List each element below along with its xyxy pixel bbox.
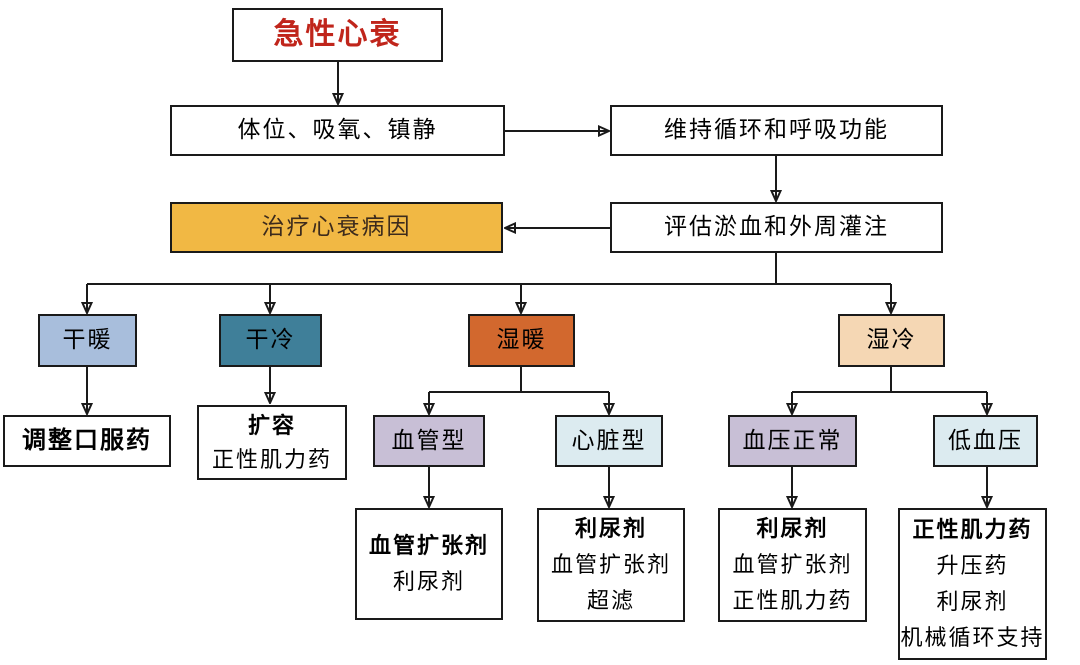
- node-vasodilator-treatment-line: 利尿剂: [392, 569, 465, 594]
- node-low-bp: 低血压: [933, 415, 1038, 467]
- node-low-bp-label: 低血压: [948, 427, 1023, 453]
- node-dry-warm-label: 干暖: [62, 327, 113, 353]
- node-vascular-type: 血管型: [373, 415, 485, 467]
- trunk-wet-warm-split: [429, 367, 609, 393]
- node-diuretic-normal-bp-line-2: 正性肌力药: [732, 588, 853, 613]
- node-inotrope-low-bp-line-1: 升压药: [936, 553, 1009, 578]
- node-assess-congestion-perfusion: 评估淤血和外周灌注: [610, 202, 943, 253]
- node-positioning-oxygen-sedation: 体位、吸氧、镇静: [170, 105, 505, 156]
- node-inotrope-low-bp-treatment: 正性肌力药 升压药 利尿剂 机械循环支持: [898, 508, 1047, 660]
- node-wet-cold-label: 湿冷: [866, 327, 917, 353]
- node-diuretic-cardiac-line-1: 血管扩张剂: [550, 552, 671, 577]
- node-dry-cold: 干冷: [219, 314, 322, 367]
- node-wet-warm-label: 湿暖: [496, 327, 547, 353]
- node-adjust-oral-meds: 调整口服药: [3, 415, 171, 467]
- node-diuretic-cardiac-line-2: 超滤: [586, 588, 635, 613]
- node-diuretic-cardiac-title: 利尿剂: [574, 516, 647, 541]
- node-inotrope-low-bp-line-2: 利尿剂: [936, 589, 1009, 614]
- node-normal-bp-label: 血压正常: [742, 427, 843, 453]
- node-acute-heart-failure-label: 急性心衰: [273, 18, 402, 52]
- node-acute-heart-failure: 急性心衰: [232, 8, 443, 62]
- node-vasodilator-treatment: 血管扩张剂 利尿剂: [355, 508, 503, 620]
- node-diuretic-normal-bp-treatment: 利尿剂 血管扩张剂 正性肌力药: [718, 508, 867, 622]
- node-inotrope-low-bp-line-3: 机械循环支持: [900, 625, 1045, 650]
- node-maintain-circulation-respiration: 维持循环和呼吸功能: [610, 105, 943, 156]
- node-wet-warm: 湿暖: [468, 314, 575, 367]
- node-volume-expansion-line: 正性肌力药: [211, 446, 332, 472]
- node-diuretic-cardiac-treatment: 利尿剂 血管扩张剂 超滤: [537, 508, 685, 622]
- node-vasodilator-treatment-title: 血管扩张剂: [368, 533, 489, 558]
- trunk-wet-cold-split: [792, 367, 987, 393]
- node-adjust-oral-meds-label: 调整口服药: [22, 428, 152, 454]
- node-normal-bp: 血压正常: [728, 415, 857, 467]
- node-diuretic-normal-bp-line-1: 血管扩张剂: [732, 552, 853, 577]
- node-inotrope-low-bp-title: 正性肌力药: [912, 517, 1033, 542]
- node-assess-congestion-perfusion-label: 评估淤血和外周灌注: [664, 214, 889, 240]
- node-wet-cold: 湿冷: [838, 314, 945, 367]
- node-maintain-circulation-respiration-label: 维持循环和呼吸功能: [664, 117, 889, 143]
- node-cardiac-type-label: 心脏型: [571, 427, 647, 453]
- node-volume-expansion: 扩容 正性肌力药: [197, 405, 347, 480]
- node-vascular-type-label: 血管型: [391, 427, 467, 453]
- node-dry-warm: 干暖: [38, 314, 137, 367]
- node-cardiac-type: 心脏型: [555, 415, 663, 467]
- trunk-assess-to-row: [87, 253, 891, 285]
- node-volume-expansion-title: 扩容: [247, 412, 296, 438]
- node-treat-hf-cause: 治疗心衰病因: [170, 202, 503, 253]
- node-dry-cold-label: 干冷: [245, 327, 296, 353]
- node-treat-hf-cause-label: 治疗心衰病因: [261, 214, 412, 240]
- node-diuretic-normal-bp-title: 利尿剂: [756, 516, 829, 541]
- node-positioning-oxygen-sedation-label: 体位、吸氧、镇静: [237, 117, 438, 143]
